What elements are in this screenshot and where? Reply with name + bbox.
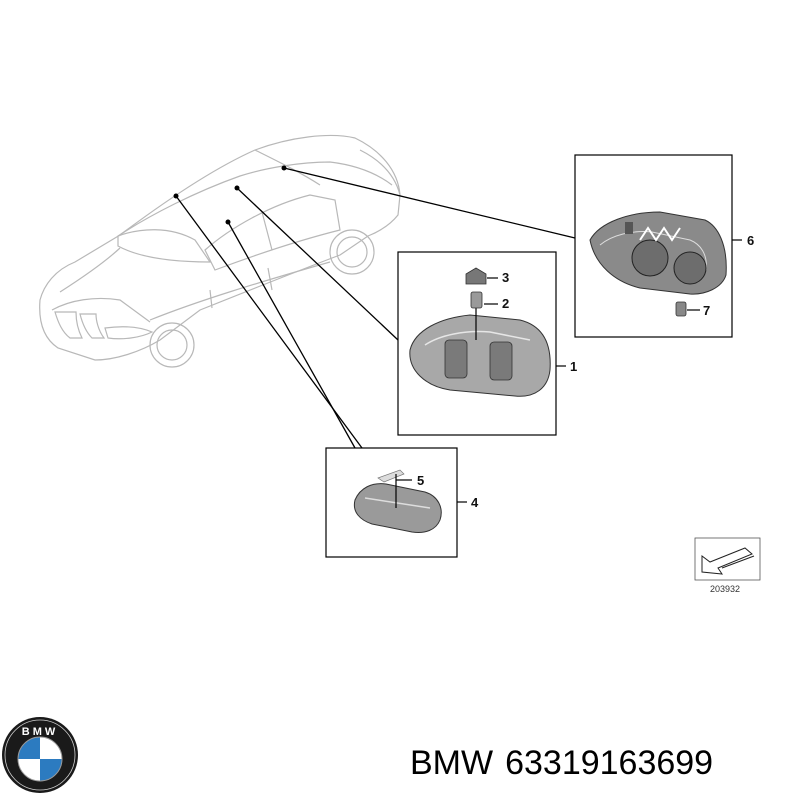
callout-2: 2: [502, 296, 509, 311]
callout-1: 1: [570, 359, 577, 374]
reference-arrow-icon: [694, 537, 761, 581]
callout-6: 6: [747, 233, 754, 248]
detail-box-small-light: [325, 447, 467, 558]
leader-dots: [173, 165, 287, 225]
part-number: 63319163699: [505, 744, 714, 782]
leader-lines: [175, 167, 576, 449]
detail-box-rear-light: [574, 154, 742, 338]
detail-box-front-light: [397, 251, 566, 436]
bmw-logo-text: BMW: [22, 726, 59, 738]
bmw-roundel-logo: BMW: [2, 717, 78, 793]
brand-name: BMW: [410, 744, 494, 782]
car-outline-illustration: [39, 134, 401, 368]
callout-5: 5: [417, 473, 424, 488]
callout-4: 4: [471, 495, 479, 510]
callout-3: 3: [502, 270, 509, 285]
footer-brand-line: BMW 63319163699: [410, 738, 713, 788]
reference-code: 203932: [710, 584, 740, 594]
callout-7: 7: [703, 303, 710, 318]
